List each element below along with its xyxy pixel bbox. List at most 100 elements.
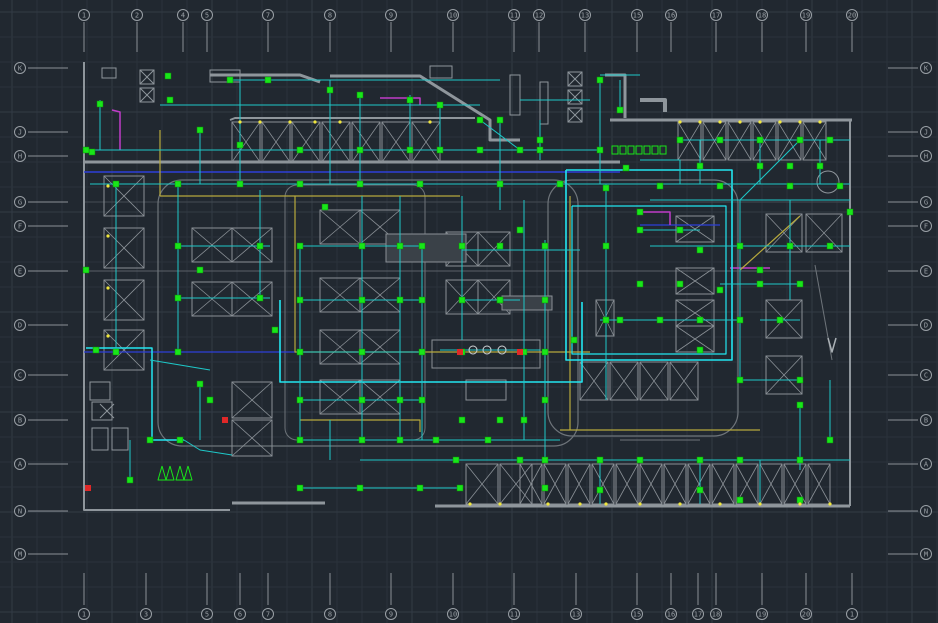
parking-bay: [675, 215, 715, 243]
axis-bubble-circle: [508, 9, 520, 21]
axis-bubble-circle: [800, 9, 812, 21]
axis-bubble-bottom: 17: [692, 608, 704, 620]
fire-devices-layer: [82, 72, 854, 506]
axis-bubble-circle: [262, 608, 274, 620]
sprinkler-device: [296, 146, 304, 154]
sprinkler-device: [476, 146, 484, 154]
parking-bay-outline: [231, 121, 261, 163]
parking-bay-diagonal: [231, 419, 273, 457]
control-panel-unit: [643, 145, 651, 155]
axis-bubble-circle: [920, 319, 932, 331]
parking-bay: [319, 379, 361, 415]
axis-bubble-label: B: [924, 417, 928, 425]
parking-bay-outline: [783, 463, 807, 505]
sprinkler-device: [226, 76, 234, 84]
drive-aisle-outline: [157, 179, 579, 447]
sprinkler-device: [496, 180, 504, 188]
axis-bubble-top: 5: [201, 9, 213, 21]
sprinkler-device: [602, 316, 610, 324]
axis-bubble-label: 3: [144, 611, 148, 619]
emergency-lamp: [258, 120, 262, 124]
emergency-lamp: [638, 502, 642, 506]
parking-bay-outline: [675, 215, 715, 243]
parking-bay-outline: [595, 299, 615, 337]
pipe-bright-cyan: [86, 347, 184, 441]
sprinkler-device: [174, 242, 182, 250]
parking-bay: [231, 227, 273, 263]
parking-bay: [319, 329, 361, 365]
parking-bay-diagonal: [765, 355, 803, 395]
axis-bubble-circle: [14, 458, 26, 470]
fan-cross: [99, 403, 115, 419]
pump-room: [465, 379, 507, 401]
parking-bay-diagonal: [639, 361, 669, 401]
emergency-lamp: [798, 120, 802, 124]
axis-bubble-circle: [385, 9, 397, 21]
axis-bubble-circle: [14, 319, 26, 331]
axis-bubble-top: 7: [262, 9, 274, 21]
sprinkler-device: [418, 396, 426, 404]
parking-bay-diagonal: [765, 299, 803, 339]
parking-bay: [765, 355, 803, 395]
sprinkler-device: [196, 380, 204, 388]
axis-bubble-circle: [14, 126, 26, 138]
axis-bubble-circle: [579, 9, 591, 21]
sprinkler-device: [596, 76, 604, 84]
sprinkler-device: [418, 296, 426, 304]
sprinkler-device: [826, 136, 834, 144]
parking-bay-diagonal: [519, 463, 543, 505]
axis-bubble-circle: [710, 608, 722, 620]
alarm-device: [517, 349, 523, 355]
sprinkler-device: [496, 296, 504, 304]
parking-bay: [319, 209, 361, 245]
parking-bay: [669, 361, 699, 401]
sprinkler-device: [676, 136, 684, 144]
axis-bubble-label: 15: [633, 611, 641, 619]
parking-bay-outline: [543, 463, 567, 505]
axis-bubble-circle: [324, 608, 336, 620]
parking-bay-outline: [591, 463, 615, 505]
axis-bubble-top: 17: [710, 9, 722, 21]
sprinkler-device: [656, 316, 664, 324]
pipe-network-layer: [84, 74, 850, 504]
parking-bay-diagonal: [663, 463, 687, 505]
sprinkler-device: [541, 484, 549, 492]
sprinkler-device: [256, 294, 264, 302]
parking-bay-diagonal: [687, 463, 711, 505]
sprinkler-device: [112, 180, 120, 188]
parking-bay: [675, 325, 715, 353]
axis-bubble-bottom: 20: [800, 608, 812, 620]
parking-bay: [319, 277, 361, 313]
parking-bay-outline: [609, 361, 639, 401]
sprinkler-device: [358, 396, 366, 404]
parking-bay-diagonal: [783, 463, 807, 505]
axis-bubble-label: 20: [848, 12, 856, 20]
pipe-cyan: [640, 159, 681, 184]
parking-bay-outline: [639, 463, 663, 505]
sprinkler-device: [616, 316, 624, 324]
axis-bubble-right: N: [920, 505, 932, 517]
parking-bay-diagonal: [669, 361, 699, 401]
axis-bubble-right: F: [920, 220, 932, 232]
axis-bubble-top: 2: [131, 9, 143, 21]
pipe-magenta: [111, 109, 121, 150]
parking-bay-diagonal: [465, 463, 499, 505]
axis-bubble-label: 18: [712, 611, 720, 619]
emergency-lamp: [106, 234, 110, 238]
axis-bubble-circle: [14, 548, 26, 560]
parking-bay-diagonal: [727, 121, 752, 161]
axis-bubble-label: D: [18, 322, 22, 330]
axis-bubble-label: 1: [82, 611, 86, 619]
sprinkler-device: [436, 101, 444, 109]
sprinkler-device: [736, 242, 744, 250]
control-panel-unit: [651, 145, 659, 155]
parking-bay-diagonal: [675, 325, 715, 353]
sprinkler-device: [676, 280, 684, 288]
parking-bay: [231, 419, 273, 457]
axis-bubble-label: C: [924, 372, 928, 380]
sprinkler-device: [264, 76, 272, 84]
sprinkler-device: [516, 226, 524, 234]
axis-bubble-label: 19: [802, 12, 810, 20]
parking-bay-diagonal: [759, 463, 783, 505]
